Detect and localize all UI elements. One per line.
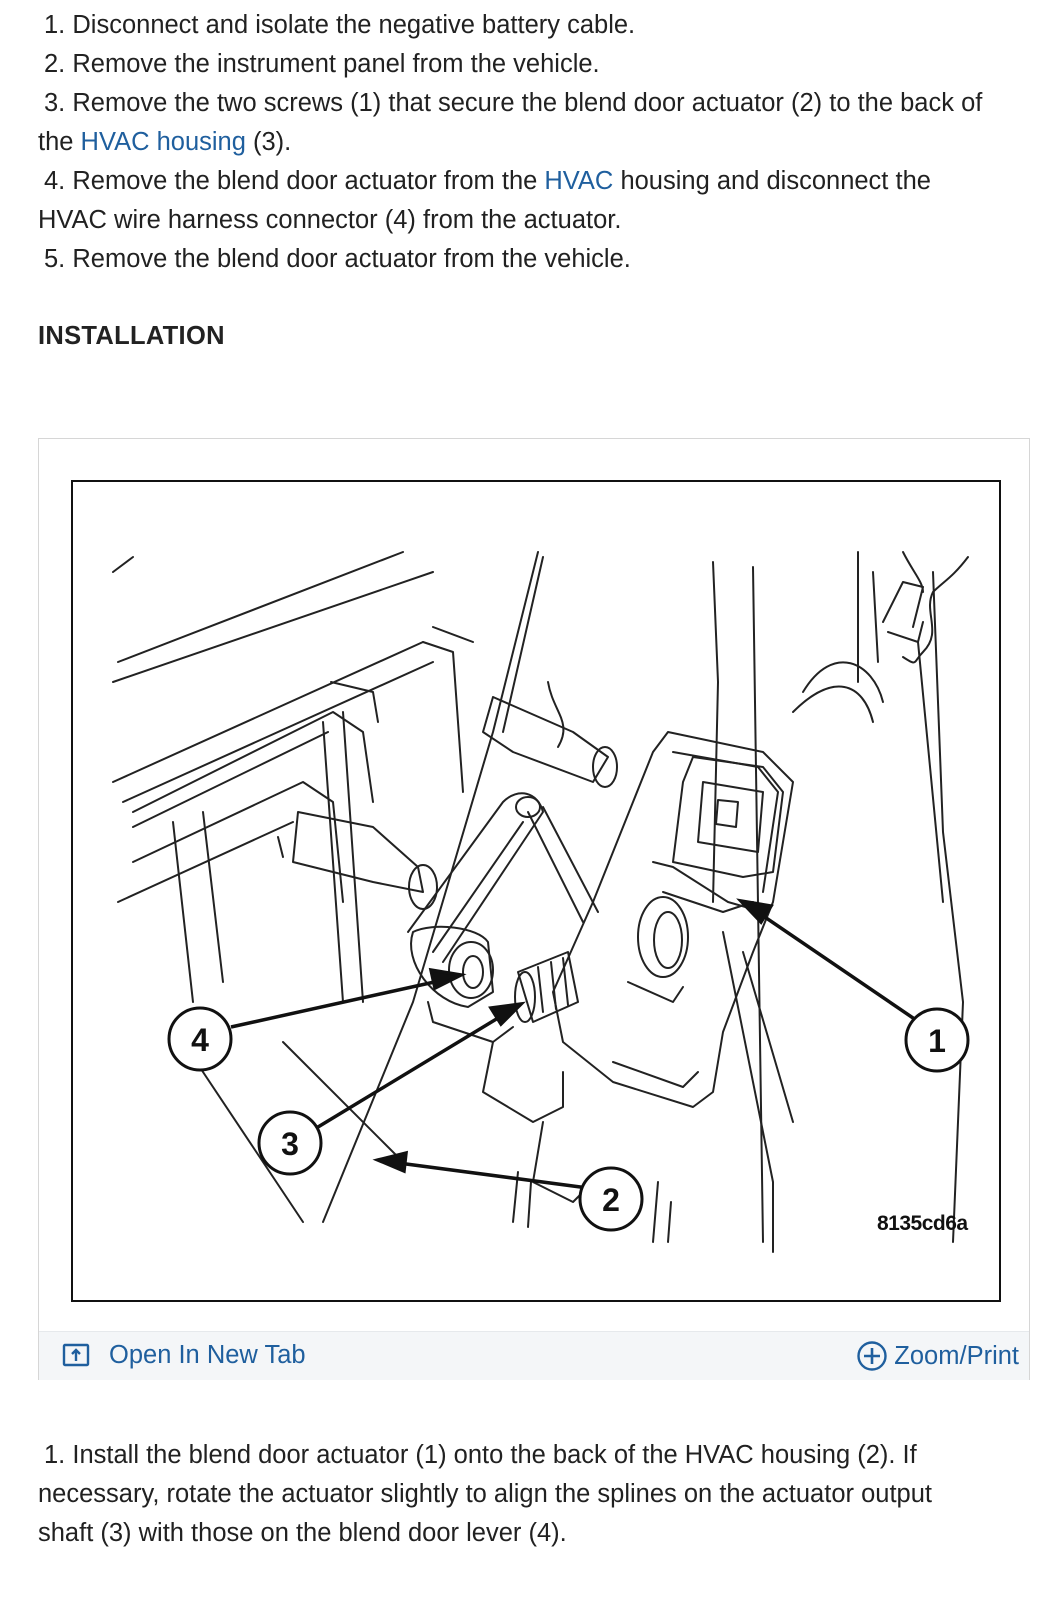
figure-toolbar: Open In New Tab Zoom/Print (39, 1331, 1029, 1380)
callout-3-circle (257, 1110, 323, 1176)
diagram-drawing: 4 3 2 1 (112, 551, 970, 1253)
removal-step-5: 5. Remove the blend door actuator from t… (44, 245, 631, 273)
hvac-link[interactable]: HVAC (544, 167, 614, 195)
open-in-new-tab-icon (62, 1343, 90, 1367)
removal-steps: 1. Disconnect and isolate the negative b… (38, 6, 1028, 279)
open-in-new-tab-button[interactable]: Open In New Tab (61, 1340, 306, 1370)
hvac-housing-link[interactable]: HVAC housing (80, 128, 246, 156)
callout-2-label: 2 (602, 1182, 620, 1218)
callout-1-label: 1 (928, 1023, 946, 1059)
zoom-plus-circle-icon (857, 1341, 887, 1371)
blend-door-actuator-diagram[interactable]: 4 3 2 1 8135cd6a (71, 480, 1001, 1302)
figure-code: 8135cd6a (877, 1212, 968, 1235)
removal-step-1: 1. Disconnect and isolate the negative b… (44, 11, 636, 39)
open-in-new-tab-label: Open In New Tab (109, 1340, 306, 1369)
removal-step-3: 3. Remove the two screws (1) that secure… (38, 89, 983, 156)
callout-3-label: 3 (281, 1126, 299, 1162)
callout-4-label: 4 (191, 1022, 209, 1058)
zoom-print-button[interactable]: Zoom/Print (856, 1340, 1019, 1372)
zoom-print-label: Zoom/Print (894, 1341, 1019, 1370)
removal-step-4: 4. Remove the blend door actuator from t… (38, 167, 931, 234)
figure-card: 4 3 2 1 8135cd6a Open In New Tab Zoom/Pr… (38, 438, 1030, 1380)
installation-heading: INSTALLATION (38, 322, 225, 350)
removal-step-2: 2. Remove the instrument panel from the … (44, 50, 600, 78)
callout-2-circle (578, 1166, 644, 1232)
installation-step-1: 1. Install the blend door actuator (1) o… (38, 1441, 932, 1547)
callout-4-circle (167, 1006, 233, 1072)
installation-steps: 1. Install the blend door actuator (1) o… (38, 1436, 1028, 1553)
callout-1-circle (904, 1007, 970, 1073)
